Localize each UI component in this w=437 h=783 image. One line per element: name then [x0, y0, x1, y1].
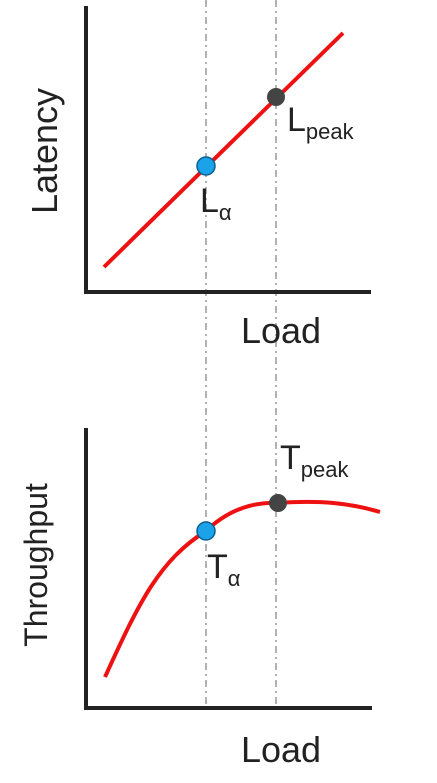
throughput-alpha-point	[196, 521, 216, 541]
throughput-axes	[84, 428, 372, 710]
throughput-curve	[103, 499, 381, 678]
throughput-alpha-label: Tα	[207, 548, 241, 591]
latency-peak-point	[267, 88, 285, 106]
throughput-y-axis-label: Throughput	[18, 483, 54, 647]
latency-x-axis-label: Load	[241, 310, 321, 351]
throughput-peak-point	[269, 494, 287, 512]
latency-alpha-label: Lα	[200, 182, 232, 225]
latency-y-axis-label: Latency	[24, 88, 65, 214]
latency-panel: Lα Lpeak Latency Load	[24, 6, 371, 351]
throughput-x-axis-label: Load	[241, 729, 321, 770]
latency-peak-label: Lpeak	[287, 101, 355, 144]
latency-axes	[84, 6, 371, 294]
throughput-panel: Tα Tpeak Throughput Load	[18, 428, 381, 770]
throughput-peak-label: Tpeak	[280, 439, 349, 482]
latency-alpha-point	[196, 156, 216, 176]
latency-curve	[102, 31, 345, 269]
